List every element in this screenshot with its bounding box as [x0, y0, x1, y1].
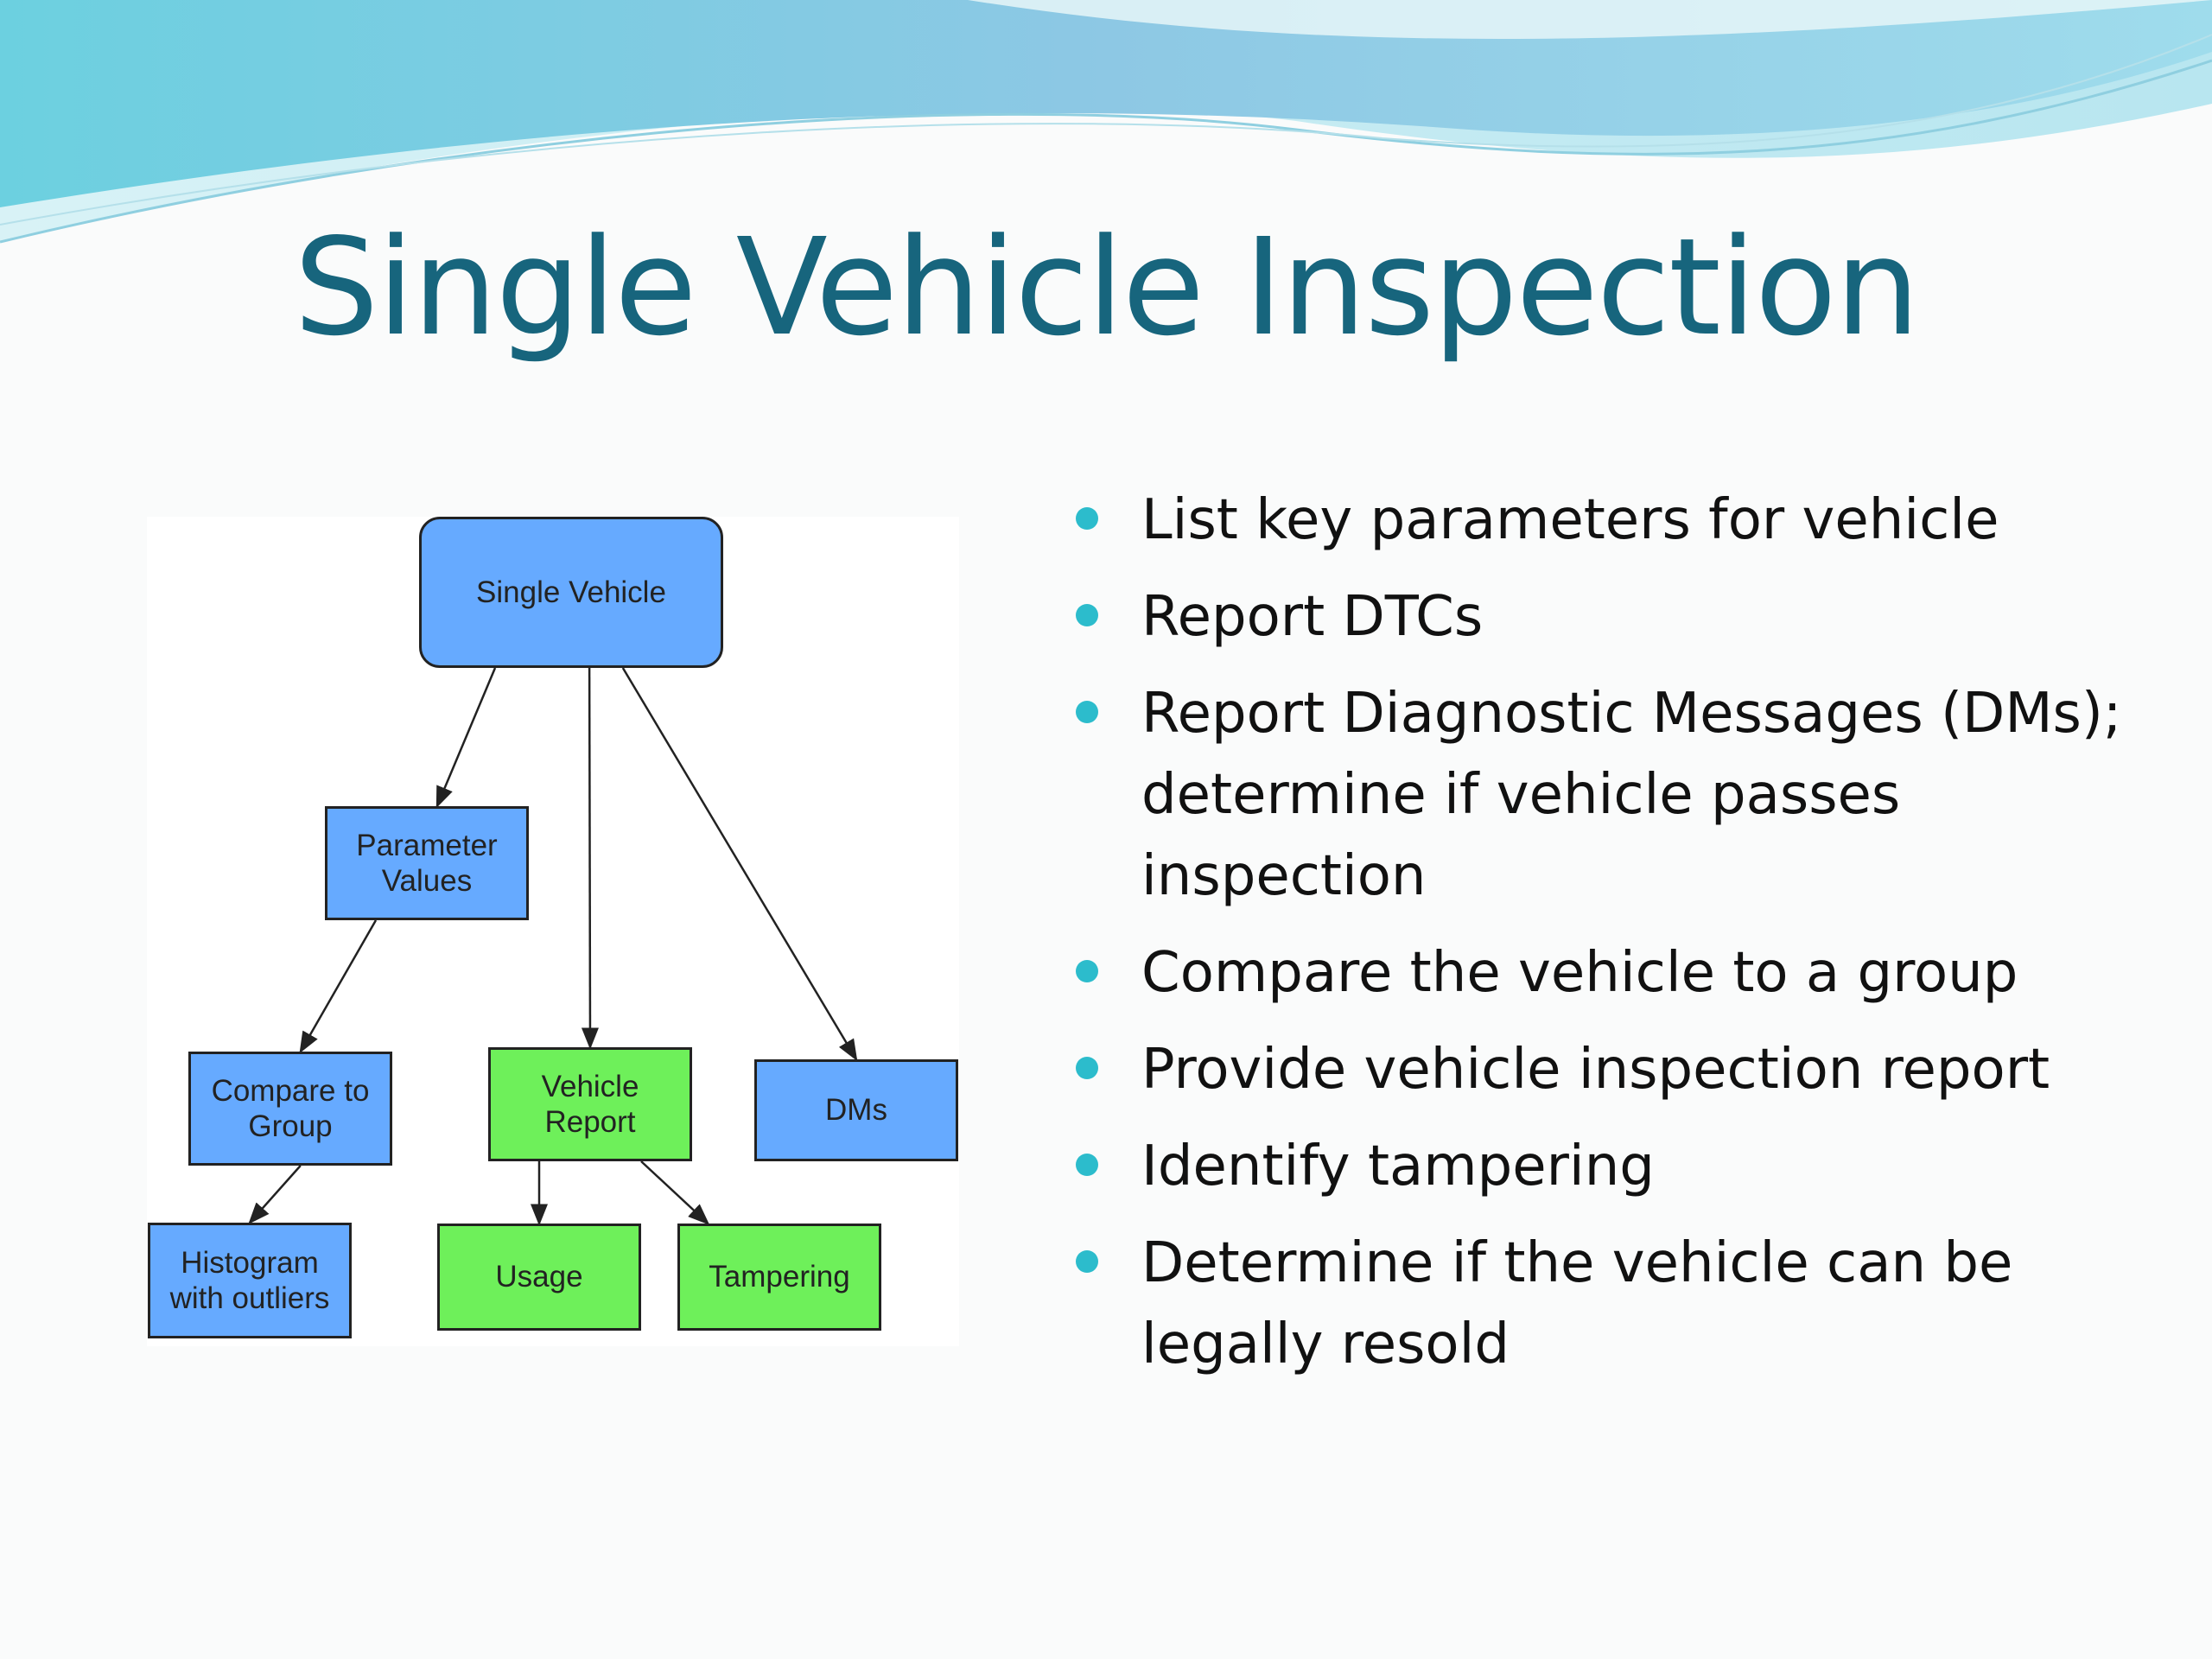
- bullet-text: Compare the vehicle to a group: [1141, 941, 2018, 1005]
- bullet-item: List key parameters for vehicle: [1076, 480, 2199, 561]
- bullet-dot-icon: [1076, 604, 1098, 626]
- node-single-vehicle: Single Vehicle: [419, 517, 723, 668]
- bullet-dot-icon: [1076, 701, 1098, 723]
- bullet-text: Report Diagnostic Messages (DMs); determ…: [1141, 682, 2122, 908]
- bullet-text: List key parameters for vehicle: [1141, 488, 1999, 552]
- bullet-dot-icon: [1076, 1154, 1098, 1176]
- wave-main: [0, 0, 2212, 207]
- bullet-item: Compare the vehicle to a group: [1076, 932, 2199, 1014]
- bullet-dot-icon: [1076, 507, 1098, 530]
- bullet-text: Identify tampering: [1141, 1135, 1655, 1198]
- slide-title: Single Vehicle Inspection: [294, 209, 1920, 365]
- bullet-list: List key parameters for vehicle Report D…: [1076, 480, 2199, 1401]
- node-label: Vehicle Report: [541, 1069, 639, 1139]
- edge-single-vehicle-to-dms: [621, 667, 858, 1062]
- node-label: Tampering: [709, 1260, 850, 1294]
- edge-parameter-values-to-compare-to-group: [299, 919, 378, 1054]
- wave-line-2: [0, 34, 2212, 226]
- node-compare-to-group: Compare to Group: [188, 1052, 392, 1166]
- bullet-item: Provide vehicle inspection report: [1076, 1029, 2199, 1110]
- edge-single-vehicle-to-vehicle-report: [581, 667, 599, 1050]
- edge-vehicle-report-to-tampering: [640, 1160, 710, 1225]
- node-label: Parameter Values: [356, 828, 498, 898]
- bullet-dot-icon: [1076, 1250, 1098, 1273]
- node-label: Single Vehicle: [476, 575, 666, 609]
- bullet-dot-icon: [1076, 960, 1098, 982]
- bullet-item: Report Diagnostic Messages (DMs); determ…: [1076, 673, 2199, 917]
- bullet-text: Report DTCs: [1141, 585, 1484, 649]
- bullet-item: Determine if the vehicle can be legally …: [1076, 1223, 2199, 1385]
- node-tampering: Tampering: [677, 1224, 881, 1331]
- node-label: Histogram with outliers: [169, 1245, 330, 1315]
- node-histogram-with-outliers: Histogram with outliers: [148, 1223, 352, 1338]
- wave-highlight: [968, 0, 2212, 39]
- node-parameter-values: Parameter Values: [325, 806, 529, 920]
- bullet-dot-icon: [1076, 1057, 1098, 1079]
- node-dms: DMs: [754, 1059, 958, 1161]
- node-usage: Usage: [437, 1224, 641, 1331]
- diagram-connectors: [248, 667, 858, 1226]
- bullet-text: Determine if the vehicle can be legally …: [1141, 1231, 2013, 1376]
- node-label: DMs: [825, 1093, 887, 1128]
- node-vehicle-report: Vehicle Report: [488, 1047, 692, 1161]
- bullet-item: Identify tampering: [1076, 1126, 2199, 1207]
- diagram-panel: Single Vehicle Parameter Values Vehicle …: [147, 517, 959, 1346]
- header-wave-decoration: [0, 0, 2212, 244]
- bullet-text: Provide vehicle inspection report: [1141, 1038, 2050, 1102]
- node-label: Compare to Group: [211, 1073, 370, 1143]
- edge-compare-to-group-to-histogram: [248, 1165, 302, 1224]
- edge-single-vehicle-to-parameter-values: [435, 667, 497, 809]
- bullet-item: Report DTCs: [1076, 576, 2199, 658]
- node-label: Usage: [495, 1260, 583, 1294]
